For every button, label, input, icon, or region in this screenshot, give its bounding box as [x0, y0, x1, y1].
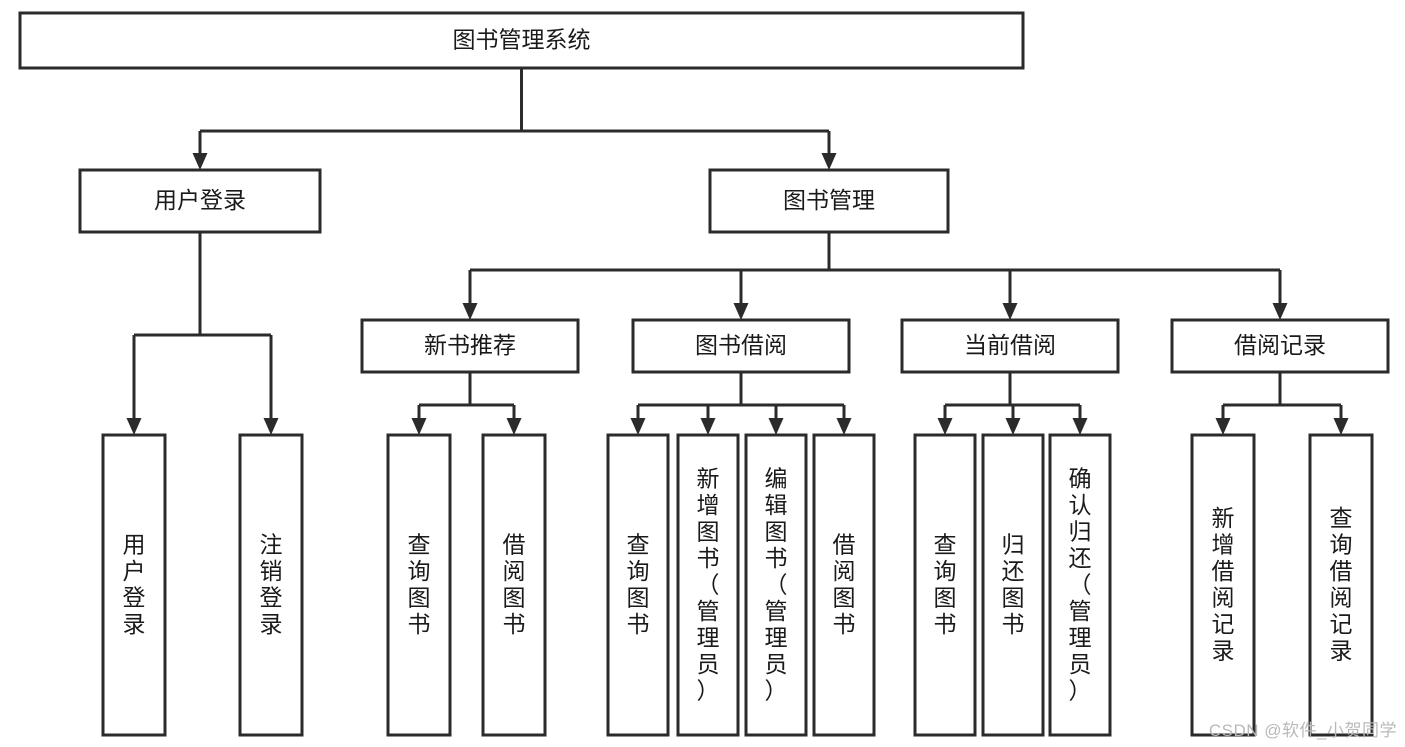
node-label-book-manage: 图书管理	[783, 187, 875, 213]
node-borrow-book-1[interactable]: 借阅图书	[481, 433, 547, 737]
node-label-book-borrow: 图书借阅	[695, 332, 787, 358]
node-add-book-admin[interactable]: 新增图书（管理员）	[676, 433, 740, 737]
node-box-book-manage[interactable]	[708, 168, 950, 234]
arrow-head-icon	[733, 303, 749, 320]
arrow-head-icon	[411, 418, 427, 435]
arrow-head-icon	[1333, 418, 1349, 435]
node-box-add-borrow-record[interactable]	[1190, 433, 1256, 737]
node-label-query-borrow-record: 查询借阅记录	[1330, 505, 1353, 664]
arrow-head-icon	[700, 418, 716, 435]
node-label-borrow-book-2: 借阅图书	[833, 532, 856, 638]
node-add-borrow-record[interactable]: 新增借阅记录	[1190, 433, 1256, 737]
node-label-edit-book-admin: 编辑图书（管理员）	[765, 465, 788, 703]
arrow-head-icon	[836, 418, 852, 435]
node-box-query-book-2[interactable]	[606, 433, 670, 737]
arrow-head-icon	[1002, 303, 1018, 320]
arrow-head-icon	[506, 418, 522, 435]
node-label-user-login: 用户登录	[154, 187, 246, 213]
arrow-head-icon	[937, 418, 953, 435]
arrow-head-icon	[768, 418, 784, 435]
node-label-add-book-admin: 新增图书（管理员）	[697, 465, 720, 703]
node-box-user-logout[interactable]	[238, 433, 304, 737]
node-label-borrow-record: 借阅记录	[1234, 332, 1326, 358]
node-label-confirm-return-admin: 确认归还（管理员）	[1069, 465, 1092, 703]
arrow-head-icon	[126, 418, 142, 435]
node-box-current-borrow[interactable]	[900, 318, 1120, 374]
node-return-book[interactable]: 归还图书	[981, 433, 1045, 737]
arrow-head-icon	[1215, 418, 1231, 435]
node-box-confirm-return-admin[interactable]	[1048, 433, 1112, 737]
node-root[interactable]: 图书管理系统	[18, 11, 1025, 70]
node-box-user-login[interactable]	[78, 168, 322, 234]
node-user-login-do[interactable]: 用户登录	[101, 433, 167, 737]
arrow-head-icon	[821, 153, 837, 170]
node-box-add-book-admin[interactable]	[676, 433, 740, 737]
arrow-head-icon	[630, 418, 646, 435]
node-label-root: 图书管理系统	[453, 27, 591, 53]
node-box-borrow-book-2[interactable]	[812, 433, 876, 737]
arrow-head-icon	[192, 153, 208, 170]
node-query-book-2[interactable]: 查询图书	[606, 433, 670, 737]
node-box-user-login-do[interactable]	[101, 433, 167, 737]
arrow-head-icon	[1272, 303, 1288, 320]
node-new-book-recommend[interactable]: 新书推荐	[360, 318, 580, 374]
node-label-query-book-3: 查询图书	[934, 532, 957, 638]
node-box-root[interactable]	[18, 11, 1025, 70]
node-box-return-book[interactable]	[981, 433, 1045, 737]
watermark-text: CSDN @软件_小贺同学	[1208, 721, 1397, 740]
node-user-login[interactable]: 用户登录	[78, 168, 322, 234]
node-box-book-borrow[interactable]	[631, 318, 851, 374]
node-query-book-3[interactable]: 查询图书	[913, 433, 977, 737]
arrow-head-icon	[1005, 418, 1021, 435]
node-borrow-record[interactable]: 借阅记录	[1170, 318, 1390, 374]
node-label-add-borrow-record: 新增借阅记录	[1212, 505, 1235, 664]
node-box-new-book-recommend[interactable]	[360, 318, 580, 374]
node-book-manage[interactable]: 图书管理	[708, 168, 950, 234]
node-label-user-logout: 注销登录	[260, 532, 283, 638]
node-query-borrow-record[interactable]: 查询借阅记录	[1308, 433, 1374, 737]
node-edit-book-admin[interactable]: 编辑图书（管理员）	[744, 433, 808, 737]
node-label-current-borrow: 当前借阅	[964, 332, 1056, 358]
node-label-new-book-recommend: 新书推荐	[424, 332, 516, 358]
arrow-head-icon	[1072, 418, 1088, 435]
node-box-query-borrow-record[interactable]	[1308, 433, 1374, 737]
node-label-user-login-do: 用户登录	[123, 532, 146, 638]
node-confirm-return-admin[interactable]: 确认归还（管理员）	[1048, 433, 1112, 737]
arrow-head-icon	[263, 418, 279, 435]
connector-lines	[126, 68, 1349, 435]
node-label-query-book-1: 查询图书	[408, 532, 431, 638]
node-box-query-book-3[interactable]	[913, 433, 977, 737]
node-box-borrow-record[interactable]	[1170, 318, 1390, 374]
node-query-book-1[interactable]: 查询图书	[386, 433, 452, 737]
node-boxes: 图书管理系统用户登录图书管理用户登录注销登录新书推荐查询图书借阅图书图书借阅查询…	[18, 11, 1390, 737]
node-user-logout[interactable]: 注销登录	[238, 433, 304, 737]
node-borrow-book-2[interactable]: 借阅图书	[812, 433, 876, 737]
node-label-query-book-2: 查询图书	[627, 532, 650, 638]
node-current-borrow[interactable]: 当前借阅	[900, 318, 1120, 374]
node-box-borrow-book-1[interactable]	[481, 433, 547, 737]
node-book-borrow[interactable]: 图书借阅	[631, 318, 851, 374]
node-box-edit-book-admin[interactable]	[744, 433, 808, 737]
node-label-borrow-book-1: 借阅图书	[503, 532, 526, 638]
arrow-head-icon	[462, 303, 478, 320]
node-box-query-book-1[interactable]	[386, 433, 452, 737]
node-label-return-book: 归还图书	[1002, 532, 1025, 638]
